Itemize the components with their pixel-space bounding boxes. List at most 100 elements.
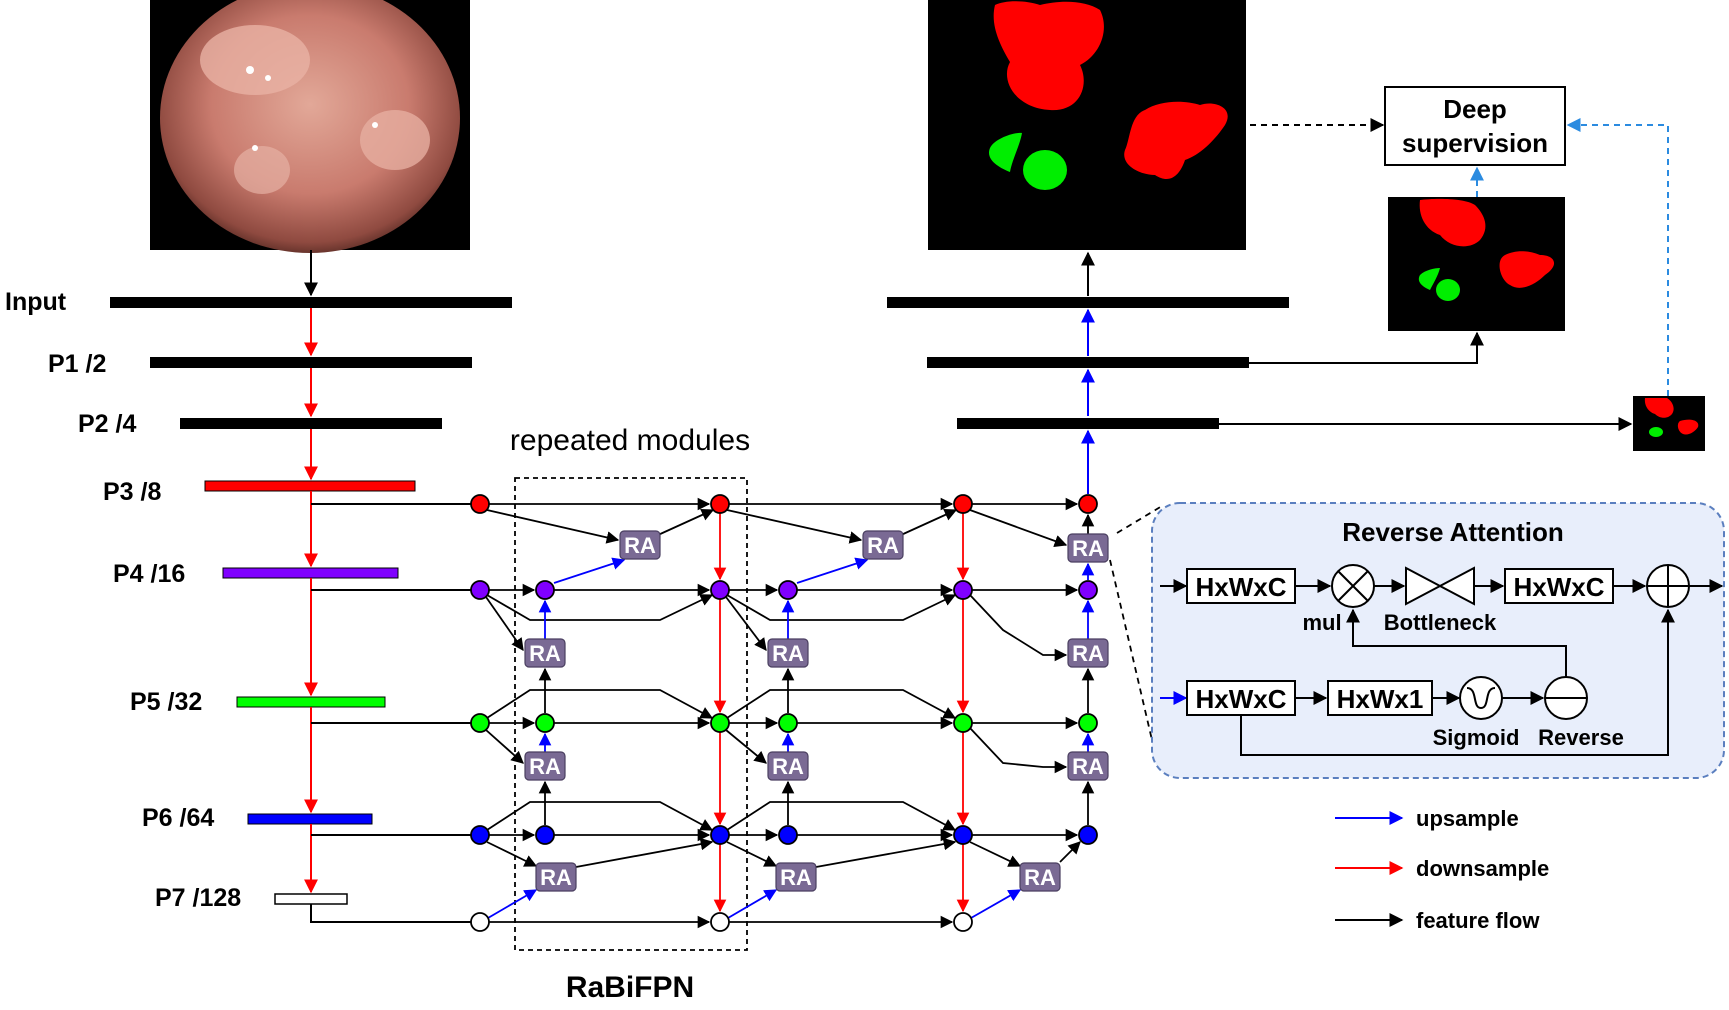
ra-module-label: RA	[772, 754, 804, 779]
rabifpn-edges	[485, 497, 1095, 929]
ra-input-box	[1186, 568, 1296, 604]
repeated-modules-box: repeated modules RaBiFPN	[510, 424, 750, 1004]
ra-single-channel-box	[1327, 680, 1433, 716]
legend-feature-flow: feature flow	[1416, 908, 1540, 933]
feature-edge	[485, 596, 524, 652]
feature-node	[535, 825, 555, 845]
sigmoid-label: Sigmoid	[1433, 725, 1520, 750]
feature-edge	[726, 801, 957, 831]
feature-edge	[485, 729, 524, 764]
ra-side-input-box	[1186, 680, 1296, 716]
feature-edge	[815, 837, 957, 868]
feature-edge	[486, 689, 714, 719]
bottleneck-label: Bottleneck	[1384, 610, 1497, 635]
feature-node	[953, 713, 973, 733]
rabifpn-label: RaBiFPN	[566, 971, 694, 1004]
ra-module: RA	[862, 530, 904, 560]
feature-edge	[486, 841, 538, 867]
legend-downsample: downsample	[1416, 856, 1549, 881]
feature-edge	[726, 594, 957, 621]
deep-supervision-line2: supervision	[1402, 128, 1548, 158]
ra-box2-label: HxWxC	[1513, 572, 1604, 602]
input-image	[150, 0, 470, 253]
ra-module: RA	[767, 638, 809, 668]
feature-edge	[657, 508, 715, 536]
encoder-flow	[304, 250, 478, 923]
feature-node	[710, 825, 730, 845]
feature-edge	[486, 594, 714, 621]
ra-box4-label: HxWx1	[1337, 684, 1424, 714]
deep-supervision-line1: Deep	[1443, 94, 1507, 124]
feature-node	[953, 494, 973, 514]
feature-edge	[969, 727, 1068, 774]
feature-edge	[969, 509, 1068, 548]
feature-node	[470, 825, 490, 845]
feature-node	[778, 713, 798, 733]
feature-edge	[486, 801, 714, 831]
zoom-lines	[1109, 505, 1163, 741]
ra-module-label: RA	[1072, 754, 1104, 779]
ra-module: RA	[535, 862, 577, 892]
ra-module: RA	[524, 638, 566, 668]
level-label-p5: P5 /32	[130, 688, 202, 716]
ra-module-label: RA	[1072, 536, 1104, 561]
bottleneck-icon	[1405, 566, 1475, 606]
ra-box1-label: HxWxC	[1195, 572, 1286, 602]
feature-edge	[900, 508, 958, 536]
ra-module-label: RA	[624, 533, 656, 558]
level-label-input: Input	[5, 288, 67, 316]
legend-upsample: upsample	[1416, 806, 1519, 831]
ra-module-label: RA	[1072, 641, 1104, 666]
ra-module: RA	[619, 530, 661, 560]
level-label-p6: P6 /64	[142, 804, 214, 832]
feature-node	[470, 580, 490, 600]
feature-edge	[970, 889, 1022, 919]
output-mask-large	[928, 0, 1246, 250]
feature-edge	[796, 557, 869, 584]
ra-module-label: RA	[1024, 865, 1056, 890]
ra-module-label: RA	[772, 641, 804, 666]
ra-module: RA	[1067, 638, 1109, 668]
level-label-p4: P4 /16	[113, 560, 185, 588]
feature-node	[710, 494, 730, 514]
feature-node	[710, 912, 730, 932]
feature-edge	[487, 889, 538, 919]
feature-node	[1078, 713, 1098, 733]
ra-module: RA	[1067, 533, 1109, 563]
feature-node	[953, 580, 973, 600]
feature-edge	[725, 729, 767, 764]
feature-node	[535, 580, 555, 600]
ra-module-label: RA	[867, 533, 899, 558]
ra-module: RA	[524, 751, 566, 781]
deep-supervision-box: Deep supervision	[1384, 86, 1566, 166]
repeated-modules-label: repeated modules	[510, 424, 750, 457]
feature-node	[710, 580, 730, 600]
feature-node	[1078, 825, 1098, 845]
reverse-icon	[1544, 676, 1588, 720]
feature-node	[953, 912, 973, 932]
output-mask-small	[1633, 396, 1705, 451]
level-label-p7: P7 /128	[155, 884, 241, 912]
feature-edge	[1059, 841, 1081, 863]
level-label-p3: P3 /8	[103, 478, 161, 506]
rabifpn-nodes	[470, 494, 1098, 932]
feature-edge	[969, 841, 1022, 867]
feature-node	[470, 494, 490, 514]
feature-node	[778, 825, 798, 845]
ra-module: RA	[775, 862, 817, 892]
ra-panel-title: Reverse Attention	[1342, 517, 1564, 547]
legend: upsample downsample feature flow	[1335, 806, 1549, 933]
feature-edge	[575, 837, 714, 868]
reverse-attention-panel: Reverse Attention HxWxC mul Bottleneck H…	[1151, 502, 1725, 779]
level-labels: Input P1 /2 P2 /4 P3 /8 P4 /16 P5 /32 P6…	[5, 288, 241, 912]
feature-node	[1078, 580, 1098, 600]
mul-icon	[1331, 564, 1375, 608]
ra-module-label: RA	[540, 865, 572, 890]
feature-node	[1078, 494, 1098, 514]
add-icon	[1646, 564, 1690, 608]
ra-module-label: RA	[529, 641, 561, 666]
level-label-p2: P2 /4	[78, 410, 136, 438]
ra-box3-label: HxWxC	[1195, 684, 1286, 714]
